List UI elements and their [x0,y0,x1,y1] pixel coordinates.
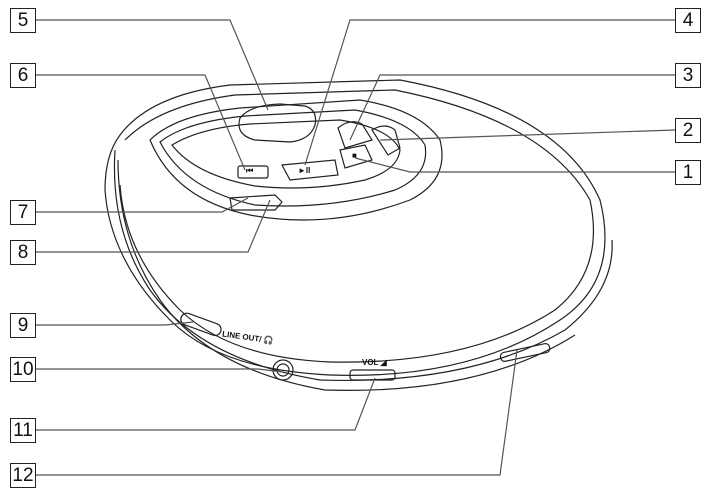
next-button [337,121,373,149]
callout-8: 8 [10,240,36,265]
stop-button [339,144,373,169]
hold-switch [229,194,283,211]
callout-5: 5 [10,8,36,33]
player-body [104,79,613,391]
line-out-jack [272,359,294,381]
mode-slide-switch [180,312,222,337]
callout-9: 9 [10,313,36,338]
callout-10: 10 [10,357,36,382]
callout-2: 2 [675,118,701,143]
stop-symbol: ■ [352,151,357,160]
volume-slider [349,369,396,381]
play-pause-symbol: ►II [298,166,311,175]
callout-7: 7 [10,200,36,225]
callout-4: 4 [675,8,701,33]
callout-1: 1 [675,160,701,185]
menu-button [371,125,401,156]
play-pause-button [281,159,339,181]
callout-3: 3 [675,63,701,88]
prev-symbol: ⏮ [246,166,254,175]
callout-6: 6 [10,63,36,88]
callout-11: 11 [10,418,36,443]
callout-12: 12 [10,463,36,488]
open-switch [499,343,551,362]
leader-lines [35,19,676,476]
prev-button [237,165,269,179]
vol-label: VOL ◢ [362,358,387,367]
